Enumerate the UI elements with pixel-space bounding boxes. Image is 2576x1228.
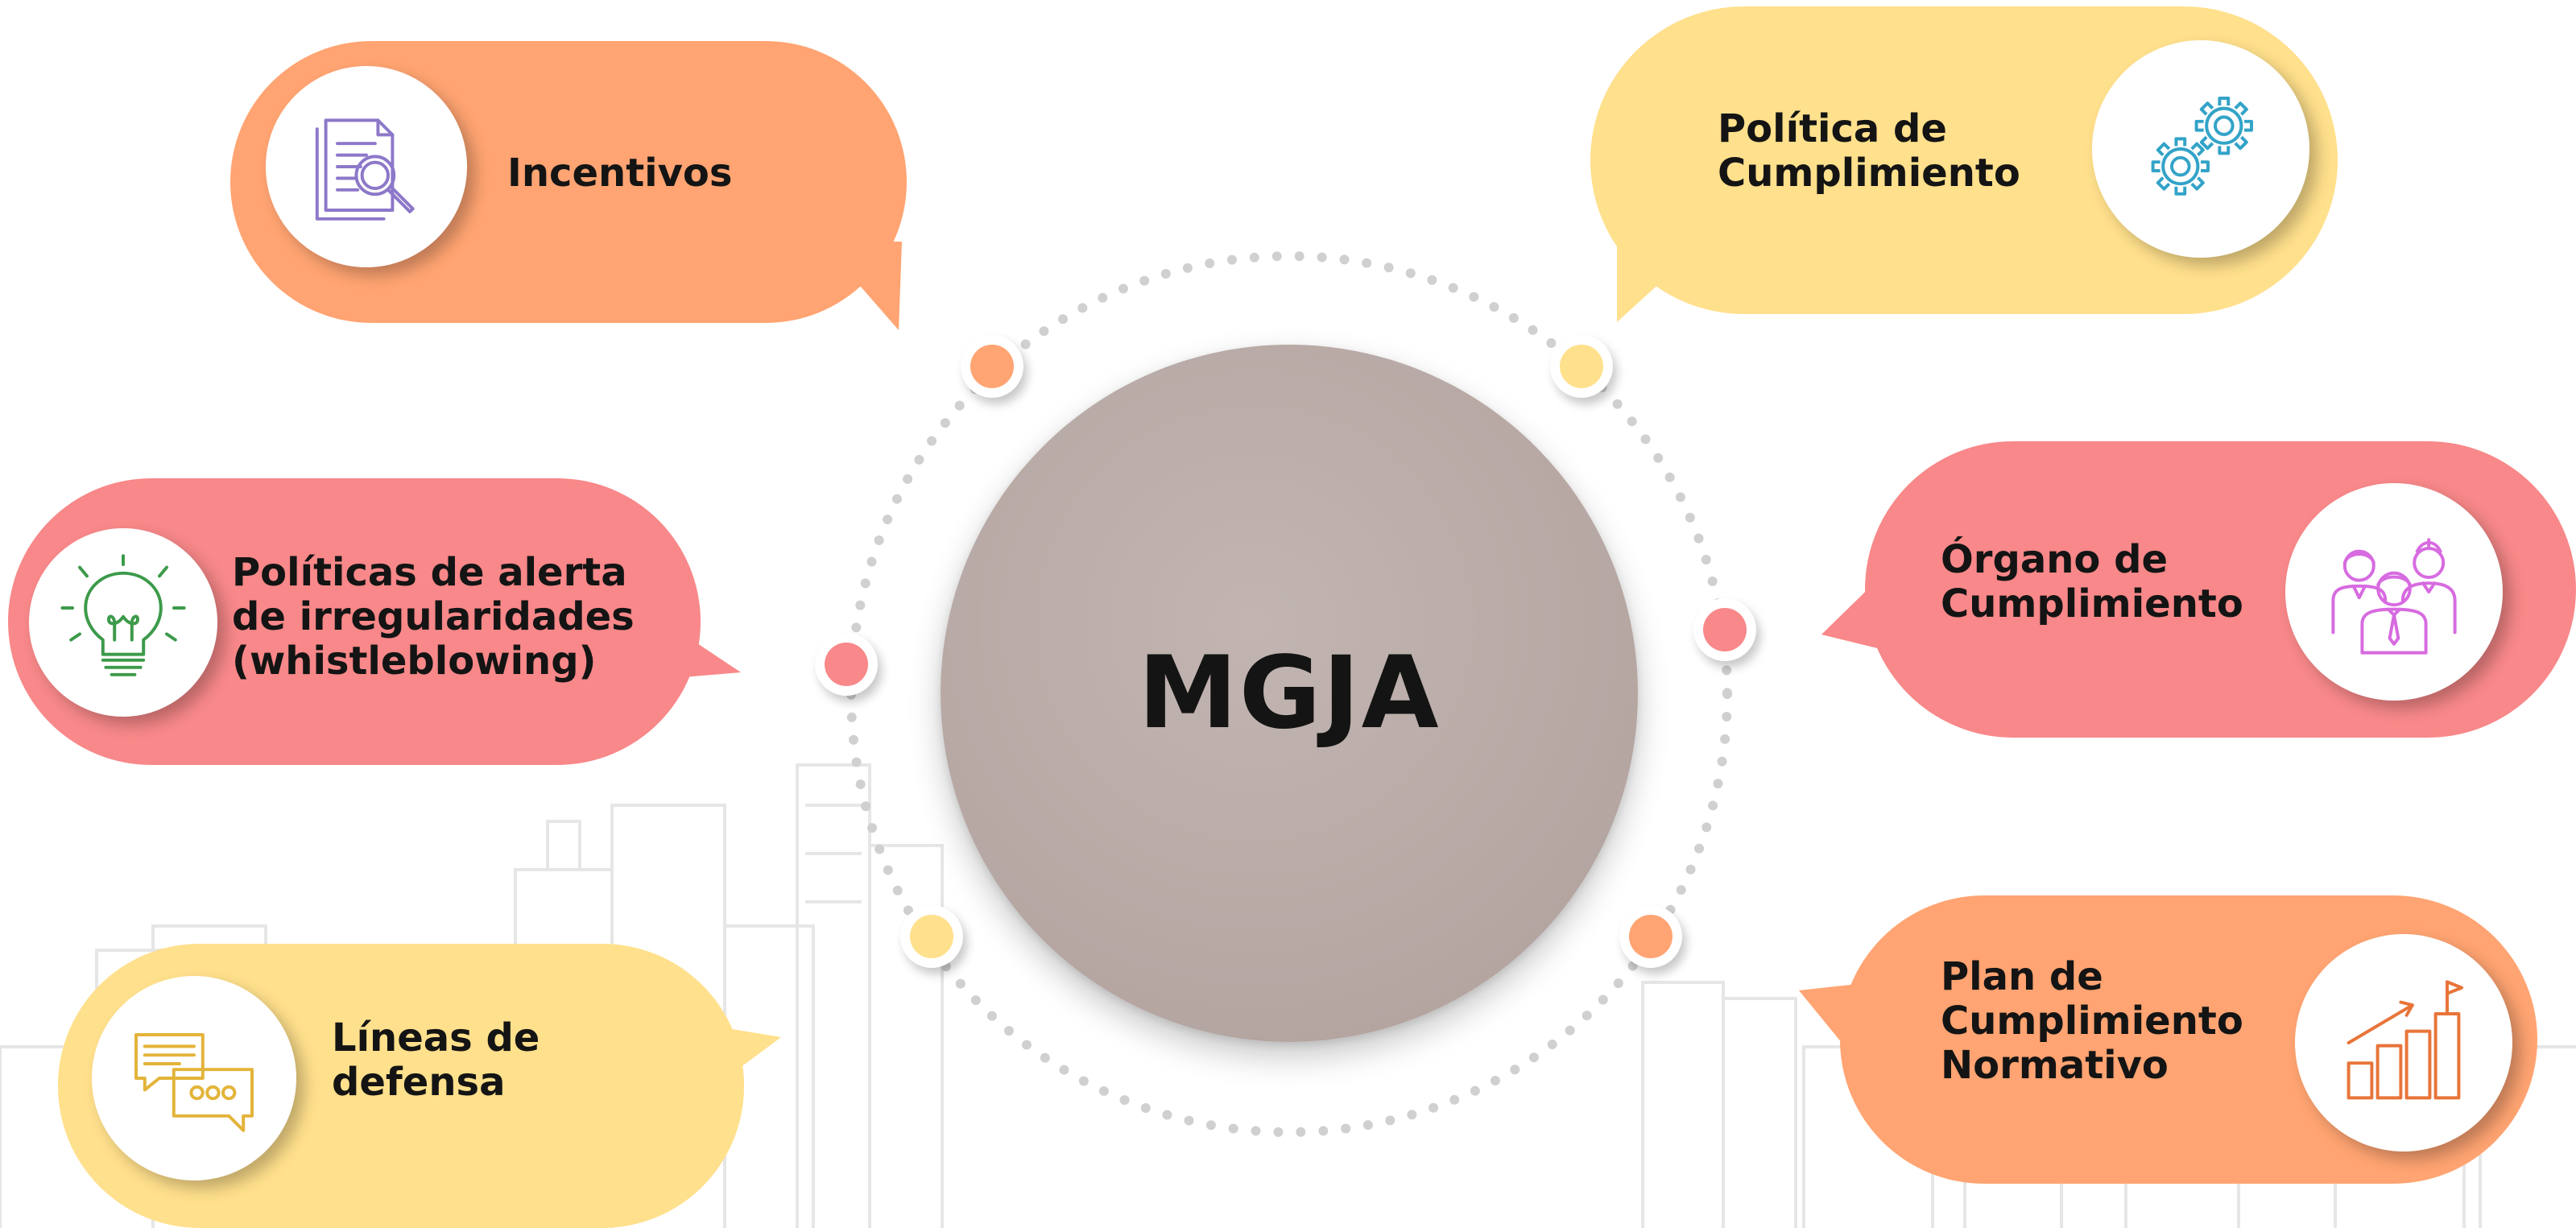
chat-bubbles-icon	[134, 1033, 254, 1132]
label-line-1: Plan de	[1941, 954, 2103, 999]
item-label: Incentivos	[507, 151, 732, 196]
orbit-dot-politicas-alerta	[815, 633, 878, 696]
bubble-tail	[821, 242, 902, 330]
item-label: Líneas de defensa	[332, 1016, 540, 1105]
bubble-tail	[1617, 242, 1706, 322]
gears-icon	[2151, 97, 2253, 196]
orbit-dot-organo-cumplimiento	[1693, 598, 1756, 661]
orbit-dot-plan-cumplimiento	[1619, 905, 1682, 968]
icon-circle	[2295, 934, 2512, 1152]
center-circle: MGJA	[941, 345, 1638, 1042]
orbit-dot-politica-cumplimiento	[1550, 335, 1613, 398]
item-label: Órgano de Cumplimiento	[1941, 538, 2243, 626]
icon-circle	[2092, 40, 2309, 258]
orbit-dot-incentivos	[961, 335, 1023, 398]
label-line-2: Cumplimiento	[1941, 581, 2243, 626]
item-label: Política de Cumplimiento	[1718, 107, 2020, 196]
item-label: Políticas de alerta de irregularidades (…	[232, 551, 635, 684]
icon-circle	[92, 976, 296, 1180]
icon-circle	[2285, 483, 2503, 701]
label-line-1: Órgano de	[1941, 537, 2168, 582]
icon-circle	[266, 66, 467, 267]
team-icon	[2331, 538, 2457, 655]
label-line-1: Incentivos	[507, 151, 733, 196]
growth-chart-icon	[2347, 980, 2463, 1100]
bubble-tail	[1821, 564, 1894, 652]
label-line-2: Cumplimiento	[1718, 151, 2020, 196]
label-line-2: Cumplimiento	[1941, 999, 2243, 1044]
label-line-1: Políticas de alerta	[232, 550, 627, 595]
center-label: MGJA	[1138, 635, 1441, 751]
label-line-1: Política de	[1718, 106, 1947, 151]
orbit-dot-lineas-defensa	[900, 905, 963, 968]
bubble-tail	[1799, 982, 1871, 1079]
lightbulb-icon	[60, 554, 186, 676]
icon-circle	[29, 528, 217, 717]
item-label: Plan de Cumplimiento Normativo	[1941, 955, 2243, 1088]
label-line-3: Normativo	[1941, 1043, 2169, 1088]
label-line-2: defensa	[332, 1060, 506, 1105]
bubble-tail	[644, 608, 741, 680]
bubble-tail	[693, 1023, 781, 1103]
document-search-icon	[315, 118, 415, 221]
label-line-3: (whistleblowing)	[232, 639, 597, 684]
label-line-2: de irregularidades	[232, 594, 635, 639]
label-line-1: Líneas de	[332, 1015, 540, 1061]
